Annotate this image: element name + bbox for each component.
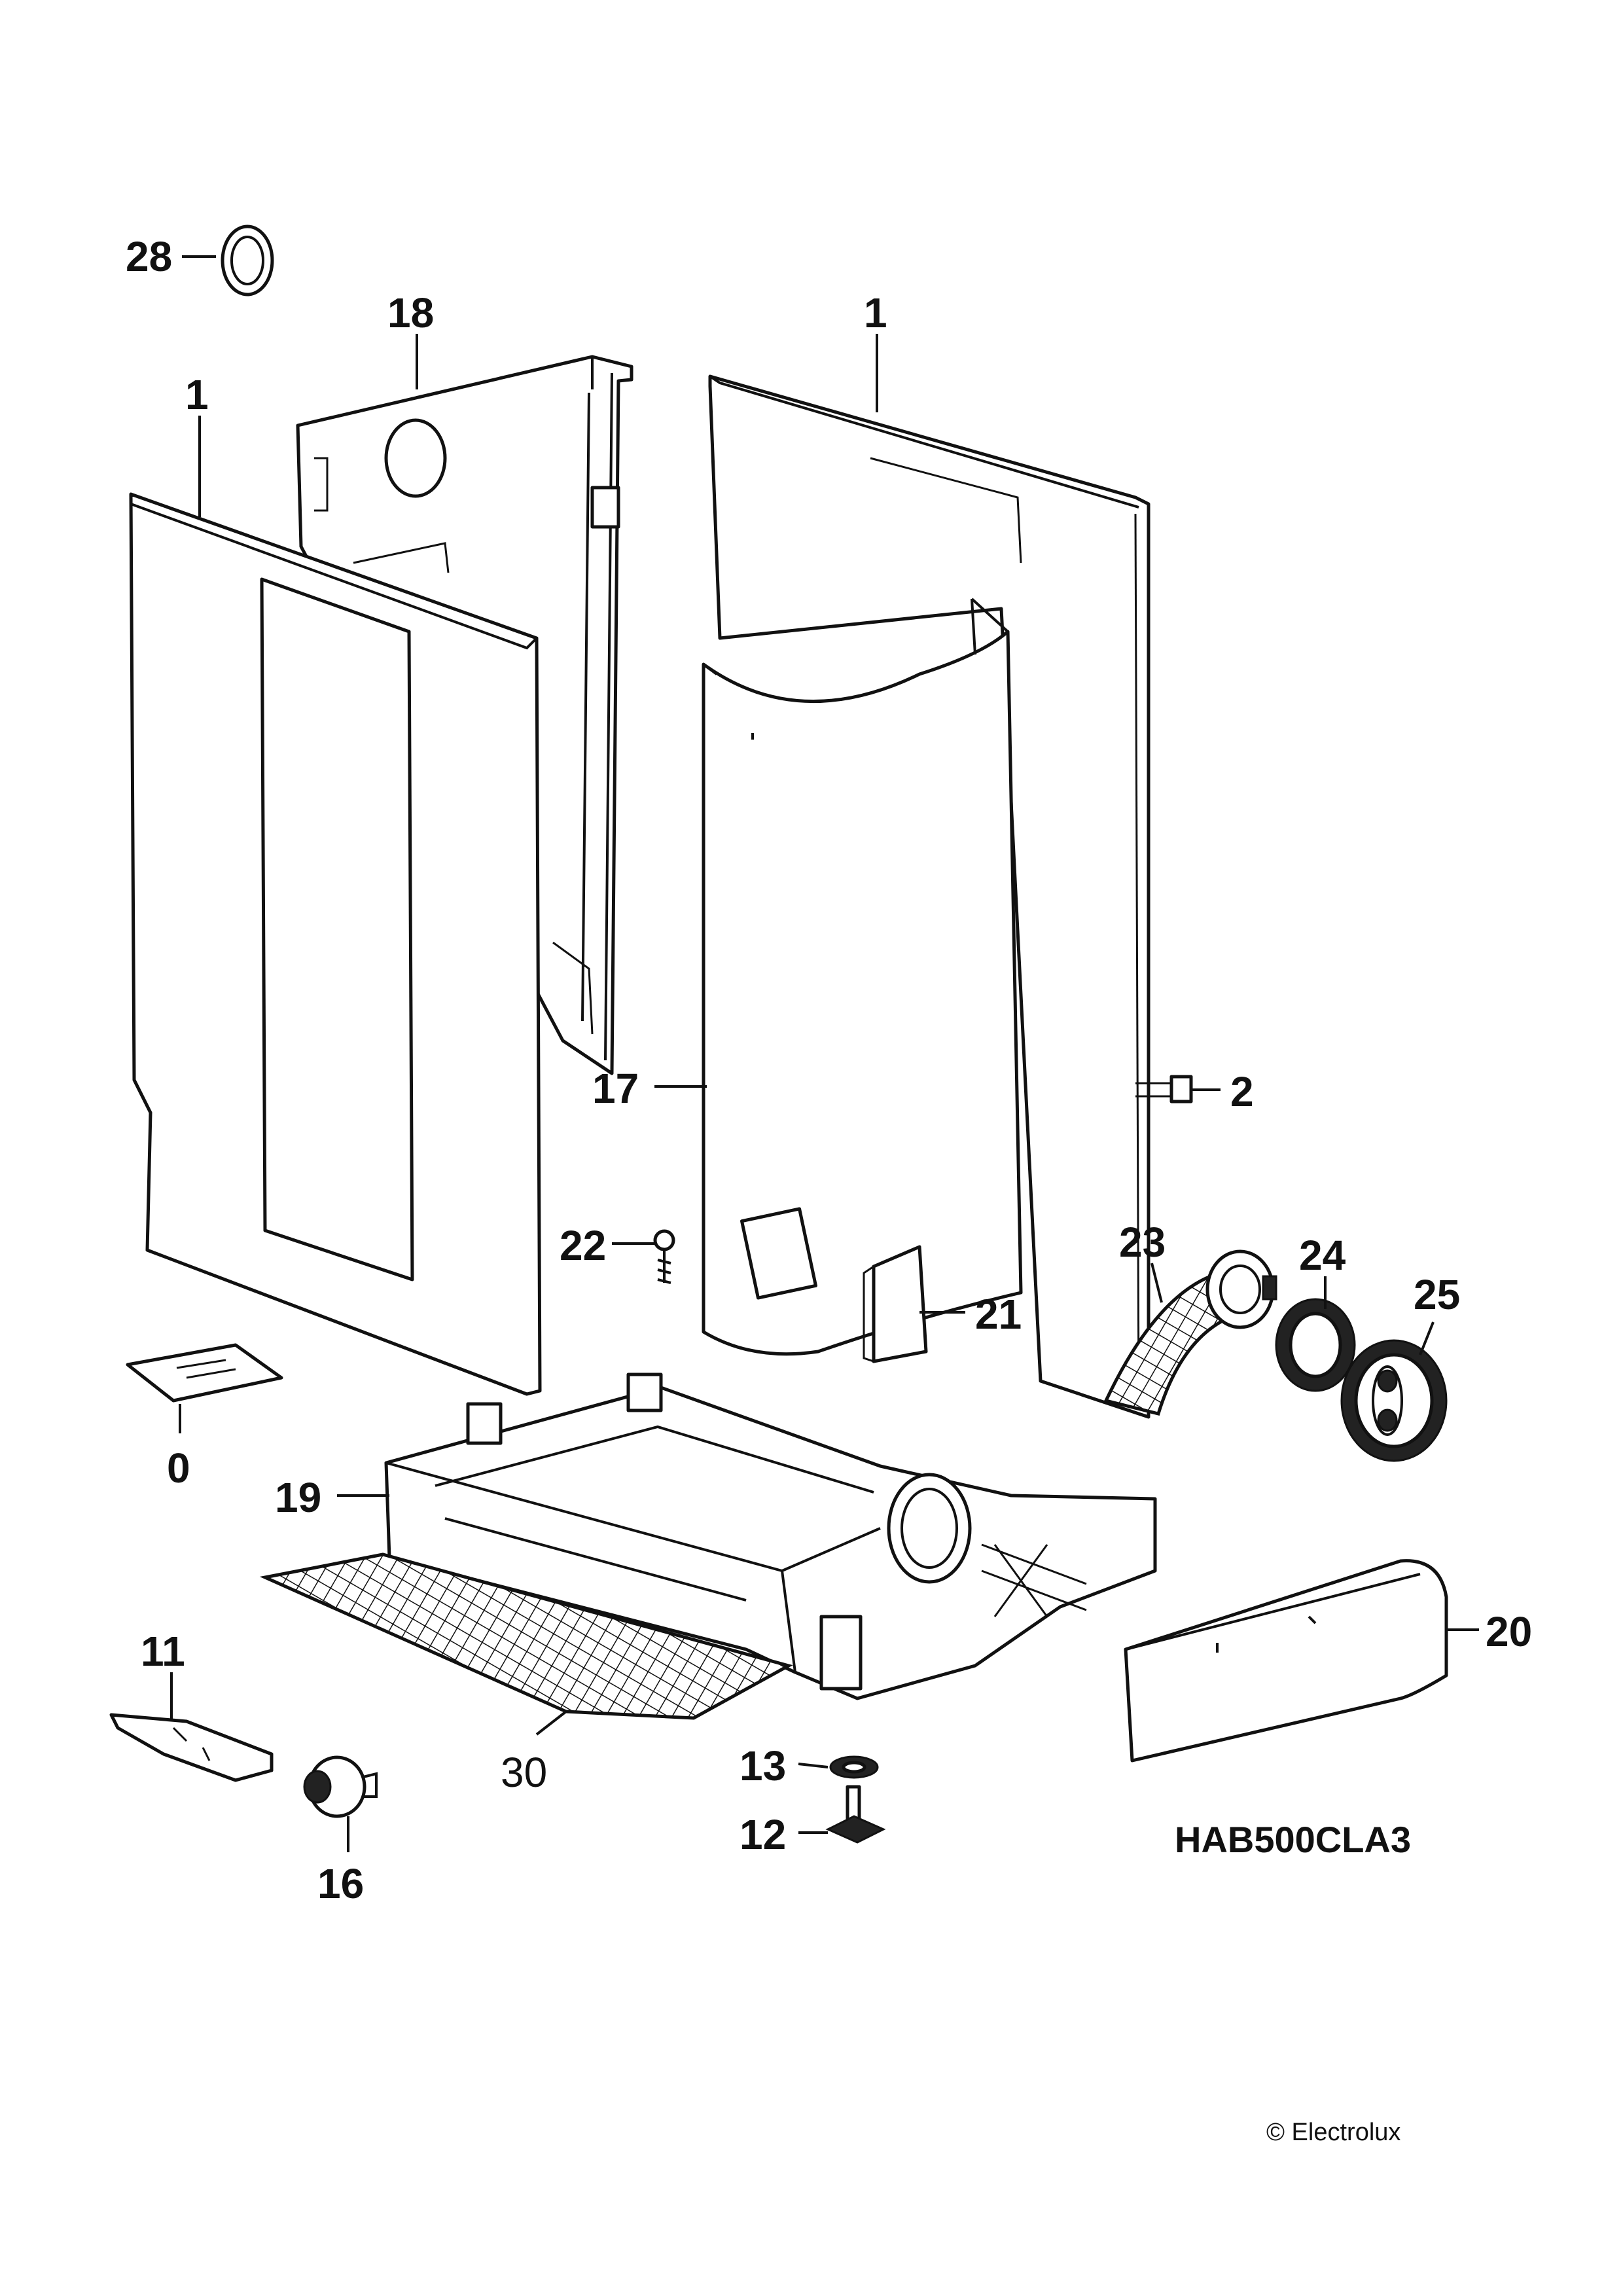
part-19-base-frame: [384, 1372, 1157, 1700]
part-22-screw: [653, 1229, 675, 1284]
part-24-ring: [1275, 1298, 1356, 1392]
part-17-front-panel: [702, 598, 1023, 1356]
part-28-grommet: [221, 224, 274, 296]
label-28: 28: [126, 233, 172, 280]
label-11: 11: [141, 1628, 185, 1675]
part-25-nozzle: [1340, 1339, 1448, 1462]
label-2: 2: [1230, 1068, 1254, 1115]
part-12-adjustable-foot: [825, 1785, 886, 1844]
label-21: 21: [975, 1291, 1022, 1338]
label-1-left: 1: [185, 371, 209, 418]
label-0: 0: [167, 1444, 190, 1492]
model-code: HAB500CLA3: [1175, 1819, 1411, 1860]
label-13: 13: [740, 1742, 786, 1789]
label-25: 25: [1414, 1271, 1460, 1318]
label-22: 22: [560, 1222, 606, 1269]
part-21-door: [863, 1245, 928, 1363]
part-0-rating-plate: [126, 1343, 283, 1403]
label-19: 19: [275, 1474, 321, 1521]
label-18: 18: [387, 289, 434, 336]
part-23-hose: [1103, 1249, 1277, 1416]
part-11-bracket: [109, 1713, 274, 1782]
part-2-clip: [1135, 1075, 1193, 1103]
part-30-filter-mesh: [259, 1552, 793, 1720]
label-1-right: 1: [864, 289, 887, 336]
copyright-notice: © Electrolux: [1266, 2119, 1400, 2146]
part-16-foot: [303, 1755, 378, 1818]
label-30: 30: [501, 1749, 547, 1796]
part-1-left-side-panel: [129, 492, 542, 1396]
leader-lines: [170, 255, 1479, 1852]
label-12: 12: [740, 1811, 786, 1858]
label-16: 16: [317, 1860, 364, 1907]
label-20: 20: [1486, 1608, 1532, 1655]
part-20-plinth: [1124, 1559, 1448, 1763]
label-24: 24: [1299, 1232, 1346, 1279]
part-1-right-side-panel: [708, 374, 1150, 1419]
label-17: 17: [592, 1065, 639, 1112]
part-13-washer: [829, 1755, 879, 1779]
label-23: 23: [1119, 1219, 1166, 1266]
